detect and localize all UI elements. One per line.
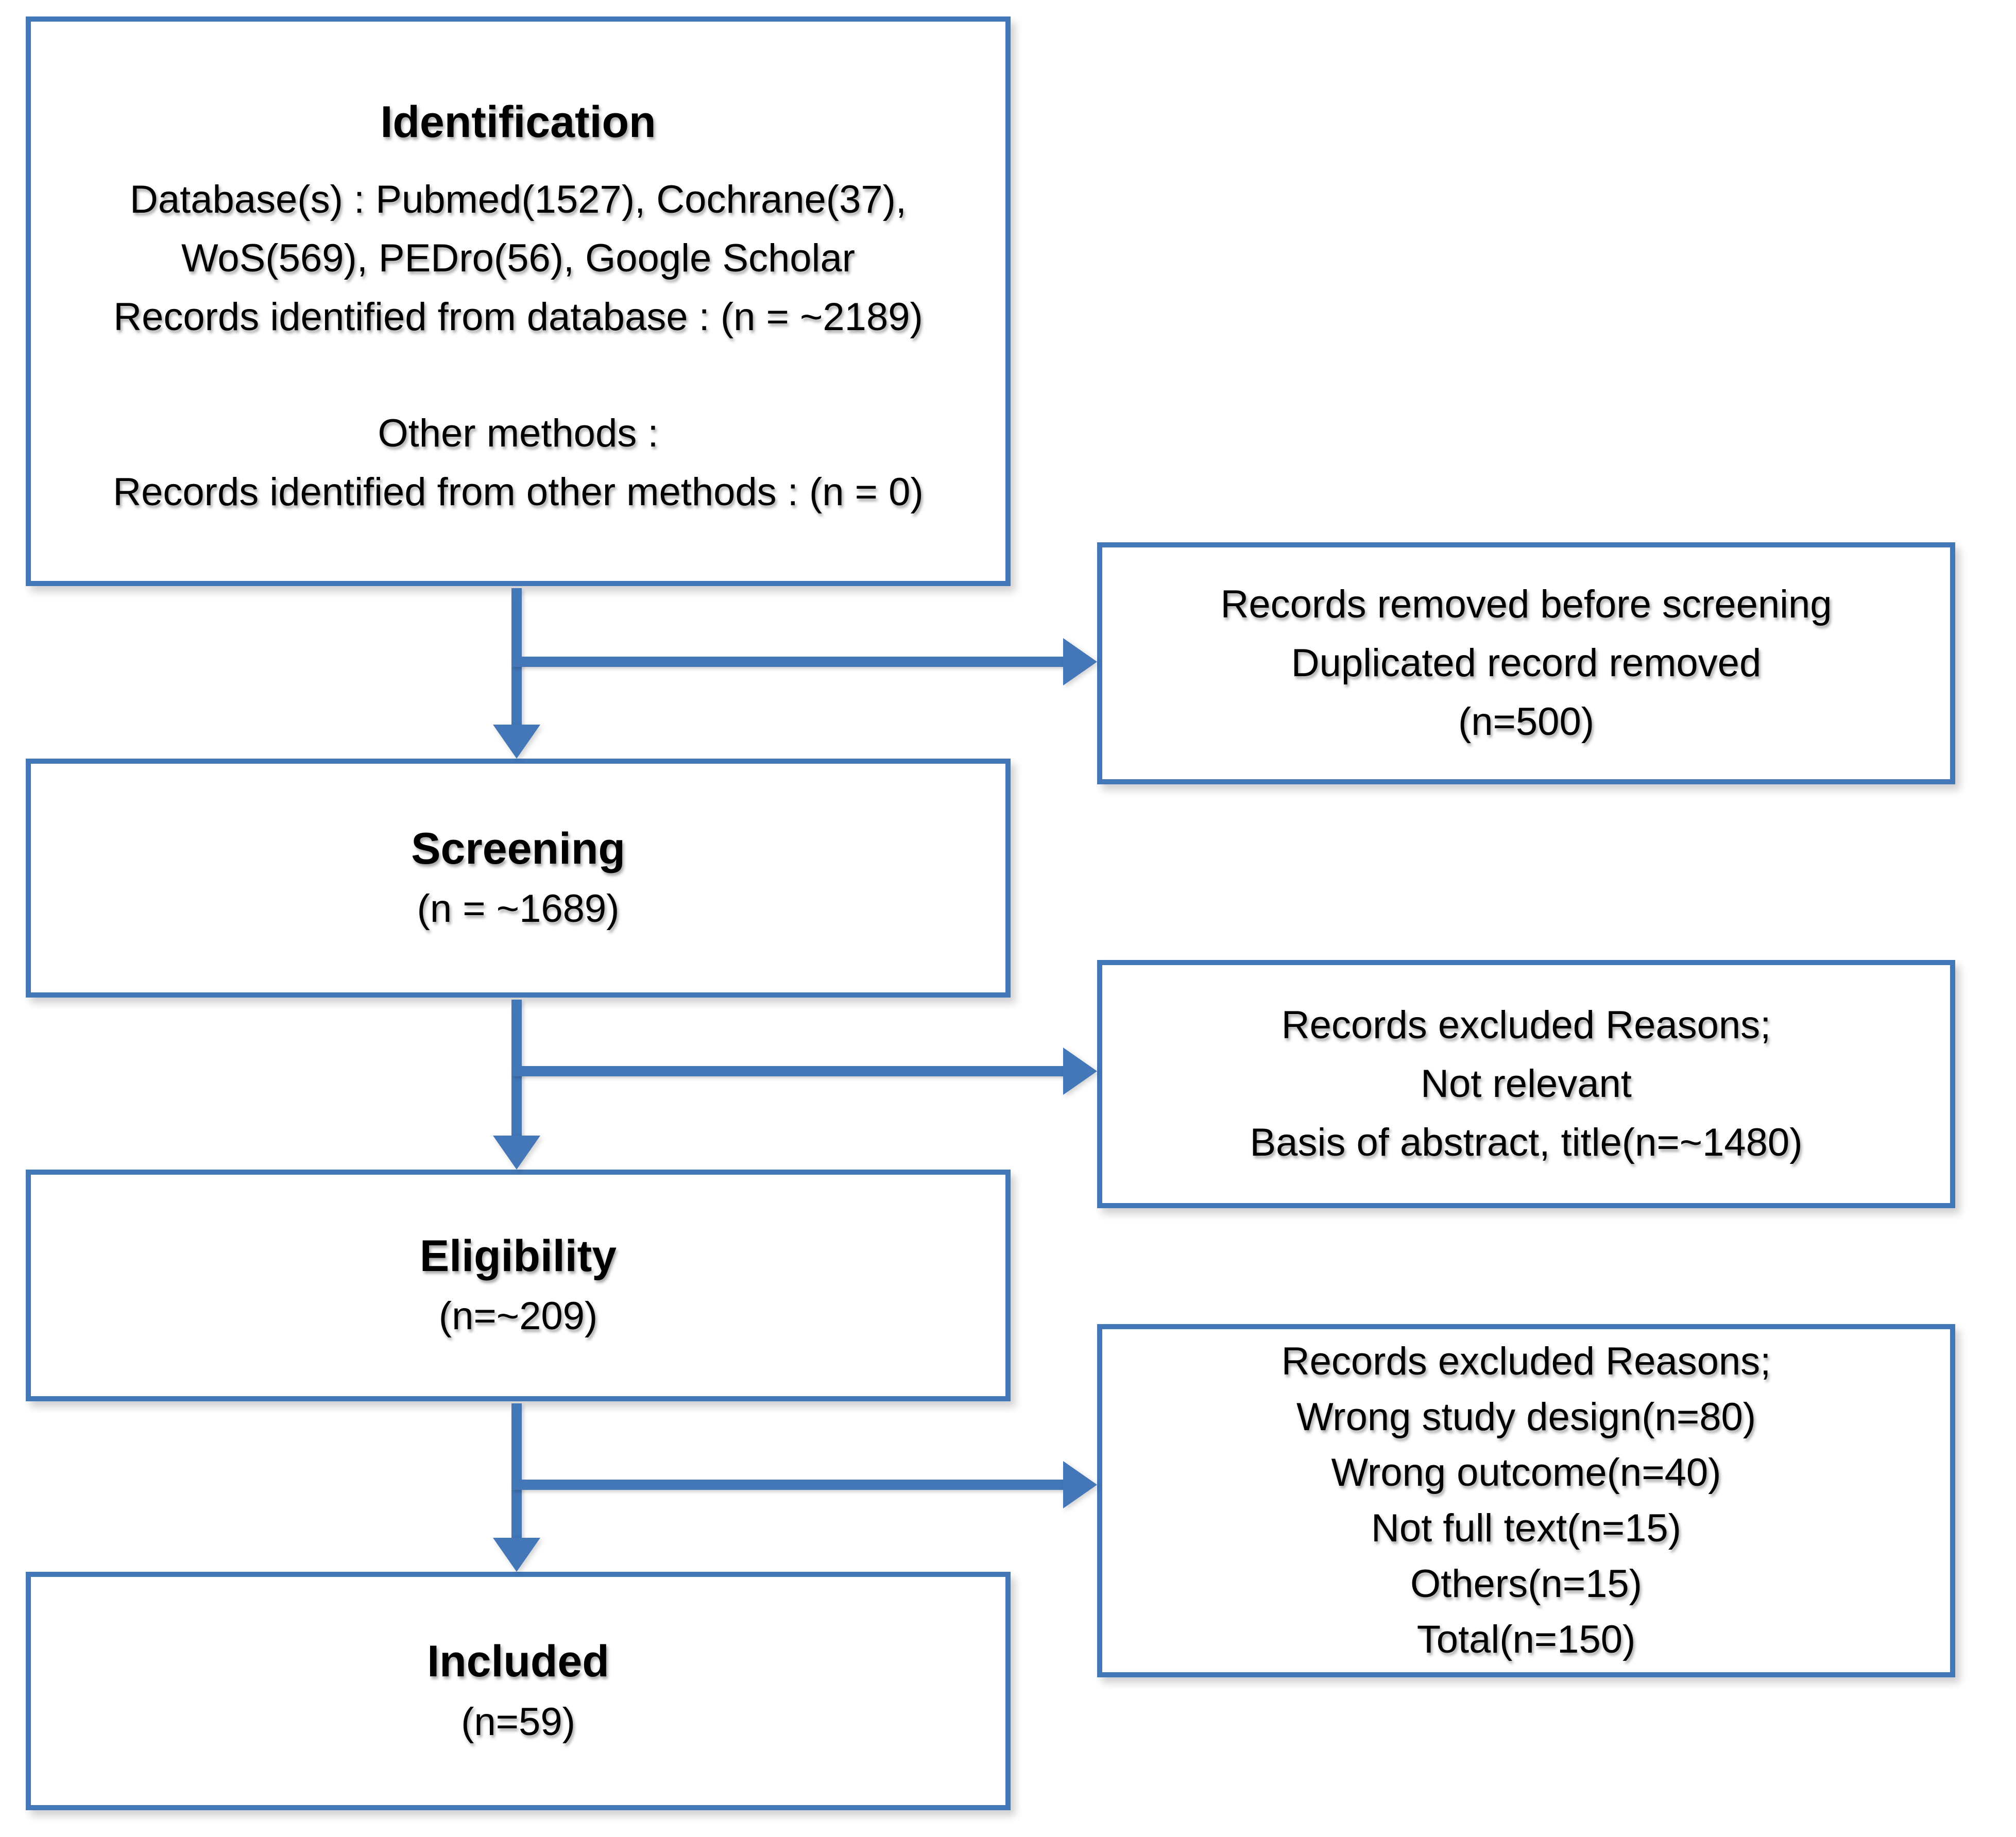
records-removed-count: (n=500)	[1458, 700, 1595, 744]
excluded-screening-box: Records excluded Reasons; Not relevant B…	[1097, 960, 1955, 1208]
excluded-eligibility-box: Records excluded Reasons; Wrong study de…	[1097, 1324, 1955, 1677]
arrow-eligibility-to-included-stem	[511, 1403, 522, 1538]
excluded-eligibility-line-1: Records excluded Reasons;	[1281, 1340, 1771, 1384]
eligibility-title: Eligibility	[419, 1231, 617, 1281]
eligibility-box: Eligibility (n=~209)	[26, 1170, 1011, 1401]
arrow-identification-to-screening-head-icon	[493, 725, 540, 759]
identification-records-count: Records identified from database : (n = …	[113, 295, 923, 339]
included-title: Included	[427, 1637, 609, 1687]
records-removed-box: Records removed before screening Duplica…	[1097, 542, 1955, 784]
excluded-eligibility-line-6: Total(n=150)	[1416, 1617, 1636, 1661]
arrow-branch-to-excluded-eligibility-head-icon	[1063, 1461, 1097, 1508]
excluded-eligibility-line-2: Wrong study design(n=80)	[1296, 1395, 1756, 1439]
identification-title: Identification	[380, 97, 656, 147]
identification-databases-line-2: WoS(569), PEDro(56), Google Scholar	[181, 236, 856, 281]
excluded-eligibility-line-4: Not full text(n=15)	[1371, 1506, 1681, 1550]
identification-databases-line-1: Database(s) : Pubmed(1527), Cochrane(37)…	[129, 178, 907, 222]
identification-other-methods-label: Other methods :	[378, 411, 659, 456]
arrow-branch-to-records-removed-stem	[511, 657, 1063, 667]
screening-title: Screening	[411, 823, 625, 873]
arrow-screening-to-eligibility-head-icon	[493, 1136, 540, 1170]
records-removed-line-2: Duplicated record removed	[1291, 641, 1762, 685]
screening-count: (n = ~1689)	[417, 887, 620, 931]
identification-other-methods-count: Records identified from other methods : …	[113, 470, 924, 514]
records-removed-line-1: Records removed before screening	[1220, 582, 1832, 626]
excluded-eligibility-line-5: Others(n=15)	[1410, 1561, 1642, 1606]
identification-box: Identification Database(s) : Pubmed(1527…	[26, 16, 1011, 586]
arrow-branch-to-excluded-screening-stem	[511, 1066, 1063, 1076]
arrow-branch-to-records-removed-head-icon	[1063, 638, 1097, 685]
excluded-screening-line-1: Records excluded Reasons;	[1281, 1003, 1771, 1047]
included-box: Included (n=59)	[26, 1572, 1011, 1810]
excluded-screening-line-2: Not relevant	[1421, 1062, 1632, 1106]
eligibility-count: (n=~209)	[438, 1294, 598, 1338]
arrow-branch-to-excluded-screening-head-icon	[1063, 1048, 1097, 1095]
arrow-eligibility-to-included-head-icon	[493, 1538, 540, 1572]
excluded-eligibility-line-3: Wrong outcome(n=40)	[1331, 1451, 1721, 1495]
arrow-branch-to-excluded-eligibility-stem	[511, 1480, 1063, 1490]
excluded-screening-line-3: Basis of abstract, title(n=~1480)	[1250, 1121, 1803, 1164]
included-count: (n=59)	[461, 1699, 575, 1744]
screening-box: Screening (n = ~1689)	[26, 759, 1011, 998]
